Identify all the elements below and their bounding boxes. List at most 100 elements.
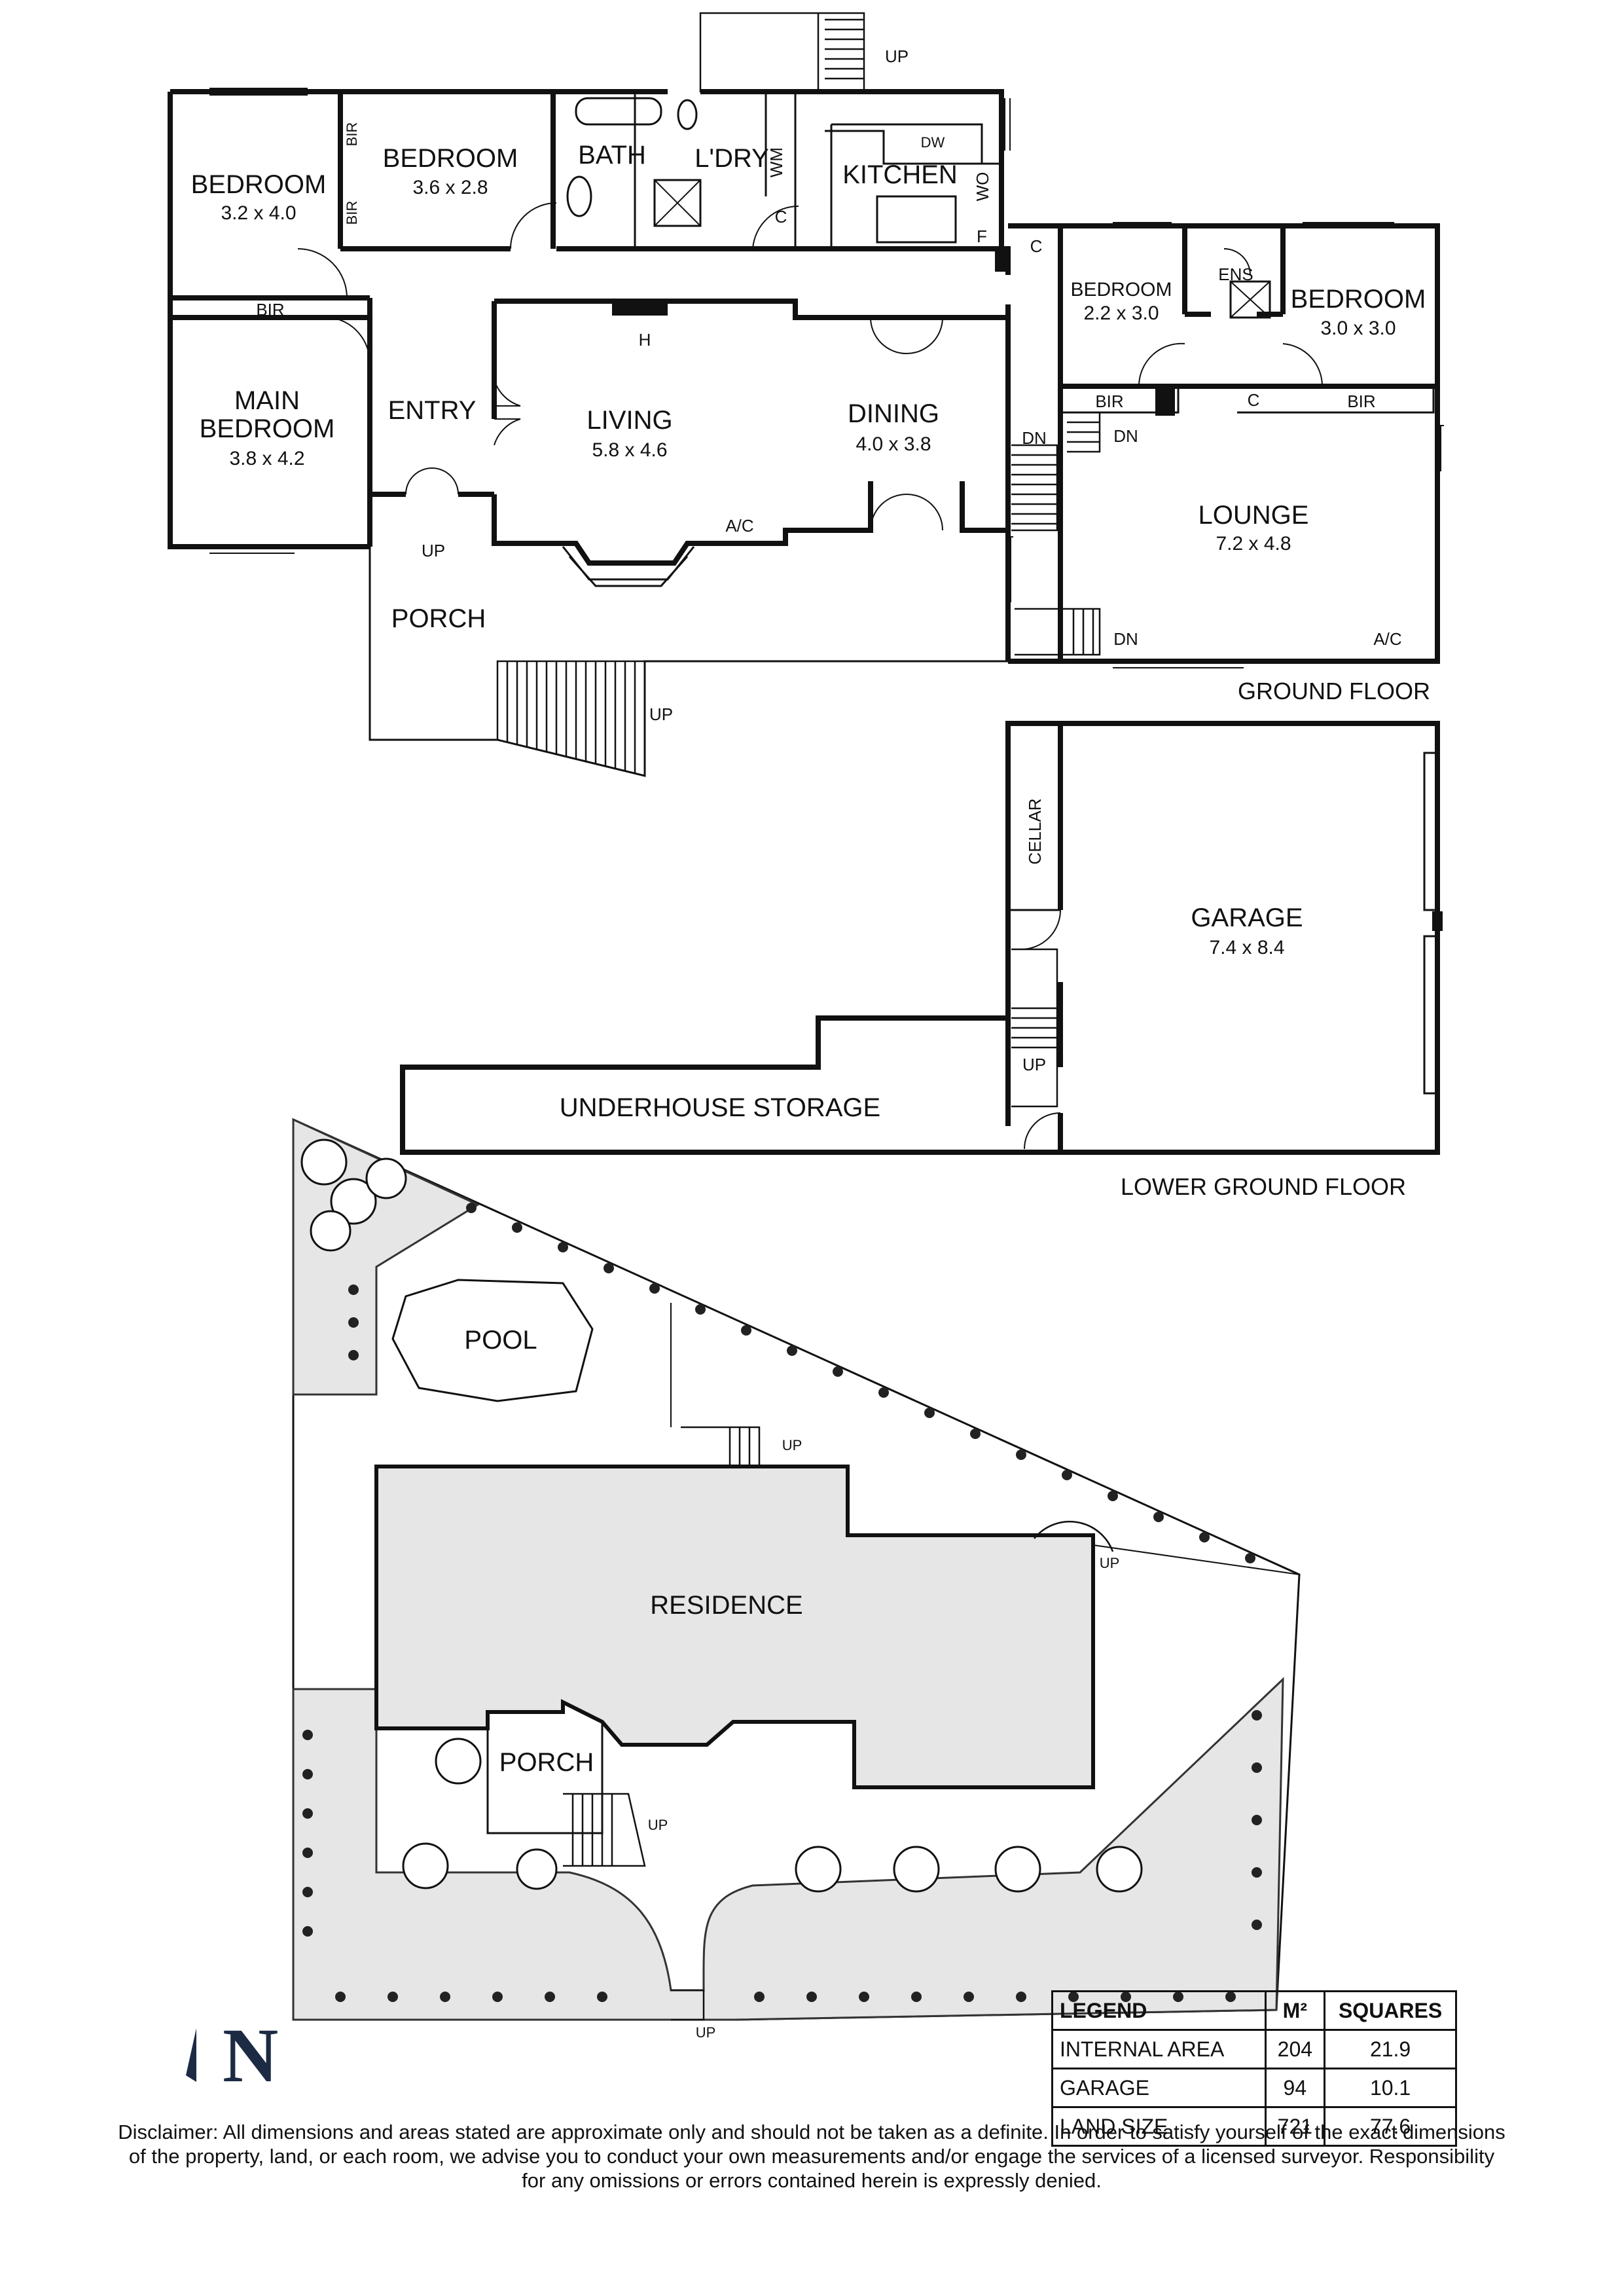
legend-row: INTERNAL AREA 204 21.9: [1051, 2029, 1457, 2069]
legend-row-label: LAND SIZE: [1051, 2106, 1267, 2147]
shrub: [1153, 1512, 1164, 1522]
shrub: [387, 1992, 398, 2002]
legend-header-m2: M²: [1264, 1990, 1326, 2031]
disclaimer-line-2: of the property, land, or each room, we …: [128, 2145, 1495, 2168]
label-bir-bed3: BIR: [1095, 392, 1123, 411]
label-c-east: C: [1030, 236, 1043, 256]
north-label: N: [223, 2013, 279, 2098]
legend-header-squares: SQUARES: [1324, 1990, 1457, 2031]
dim-dining: 4.0 x 3.8: [856, 433, 931, 455]
label-bir-bed4: BIR: [1347, 392, 1375, 411]
shrub: [695, 1304, 706, 1315]
legend-row-label: INTERNAL AREA: [1051, 2029, 1267, 2069]
legend-row-m2: 204: [1264, 2029, 1326, 2069]
label-site-up-4: UP: [696, 2024, 716, 2041]
shrub: [348, 1285, 359, 1295]
label-dn-3: DN: [1113, 629, 1138, 649]
wall-rear-wing: [338, 89, 1004, 251]
dim-main-bedroom: 3.8 x 4.2: [229, 448, 304, 469]
label-kitchen: KITCHEN: [842, 160, 958, 189]
site-plan: POOL RESIDENCE PORCH UP UP UP UP: [292, 1118, 1301, 2041]
shrub: [911, 1992, 922, 2002]
tree: [402, 1842, 449, 1889]
tree: [893, 1846, 940, 1893]
label-main-bedroom-1: MAIN: [234, 386, 300, 415]
legend-row-squares: 77.6: [1324, 2106, 1457, 2147]
pool: [391, 1279, 594, 1402]
label-ac-lounge: A/C: [1373, 629, 1401, 649]
dim-garage: 7.4 x 8.4: [1209, 937, 1284, 958]
label-bedroom-2: BEDROOM: [383, 144, 518, 173]
label-bedroom-3: BEDROOM: [1070, 279, 1172, 301]
shrub: [302, 1730, 313, 1740]
label-site-up-3: UP: [648, 1817, 668, 1833]
label-main-bedroom-2: BEDROOM: [200, 414, 335, 443]
label-bir-1: BIR: [344, 122, 360, 147]
shrub: [466, 1203, 477, 1213]
garage-door-post: [1432, 911, 1443, 931]
label-pool: POOL: [464, 1326, 537, 1355]
label-up-entry: UP: [422, 541, 445, 560]
label-up-lower: UP: [1022, 1055, 1046, 1074]
shrub: [348, 1350, 359, 1360]
shrub: [1252, 1867, 1262, 1878]
dim-bedroom-3: 2.2 x 3.0: [1083, 302, 1159, 324]
label-dn-2: DN: [1113, 426, 1138, 446]
shrub: [604, 1263, 614, 1273]
label-c-bed4: C: [1248, 390, 1260, 410]
shrub: [754, 1992, 765, 2002]
disclaimer: Disclaimer: All dimensions and areas sta…: [72, 2120, 1551, 2193]
shrub: [1252, 1920, 1262, 1930]
shrub: [878, 1387, 889, 1398]
lounge-stairs: [1011, 411, 1101, 656]
ensuite-shower-cross: [1230, 281, 1271, 318]
label-dn-1: DN: [1022, 428, 1047, 448]
legend-row-squares: 21.9: [1324, 2029, 1457, 2069]
shower-cross: [654, 179, 701, 227]
legend-row-squares: 10.1: [1324, 2068, 1457, 2108]
shrub: [1016, 1449, 1026, 1460]
garage-door-bottom: [1423, 935, 1439, 1095]
legend-header-row: LEGEND M² SQUARES: [1051, 1990, 1457, 2031]
trees: [300, 1139, 1143, 1893]
garage-door-top: [1423, 752, 1439, 911]
label-wm: WM: [766, 147, 786, 177]
shrub: [806, 1992, 817, 2002]
dim-living: 5.8 x 4.6: [592, 439, 667, 461]
shrub: [558, 1242, 568, 1252]
legend-row: GARAGE 94 10.1: [1051, 2068, 1457, 2108]
shrub: [1108, 1491, 1118, 1501]
site-stairs: [563, 1426, 1114, 2021]
label-f: F: [977, 227, 987, 246]
label-living: LIVING: [586, 406, 672, 435]
site-porch: [486, 1700, 604, 1834]
shrub: [545, 1992, 555, 2002]
fireplace: [612, 301, 668, 316]
shrub: [649, 1283, 660, 1294]
ground-floor-plan: BEDROOM 3.2 x 4.0 BEDROOM 3.6 x 2.8 BATH…: [168, 12, 1444, 777]
bay-window: [562, 546, 695, 587]
legend-header-label: LEGEND: [1051, 1990, 1267, 2031]
label-c-laundry: C: [775, 207, 787, 227]
shrub: [335, 1992, 346, 2002]
shrub: [492, 1992, 503, 2002]
disclaimer-line-3: for any omissions or errors contained he…: [522, 2169, 1102, 2192]
residence-footprint: [374, 1465, 1095, 1789]
wall-lower-ground: [400, 721, 1440, 1155]
porch-outline: [369, 547, 1008, 777]
dim-bedroom-1: 3.2 x 4.0: [221, 202, 296, 224]
shrub: [512, 1222, 522, 1233]
wall-west-wing: [168, 89, 668, 549]
ensuite-shower: [1229, 280, 1271, 319]
label-h: H: [639, 330, 651, 350]
label-lounge: LOUNGE: [1198, 501, 1309, 530]
shrub: [787, 1345, 797, 1356]
wall-entry: [367, 298, 494, 547]
label-site-up-1: UP: [782, 1437, 802, 1453]
label-laundry: L'DRY: [694, 144, 769, 173]
label-entry: ENTRY: [388, 396, 477, 425]
legend-table: LEGEND M² SQUARES INTERNAL AREA 204 21.9…: [1051, 1990, 1457, 2147]
tree: [330, 1178, 377, 1225]
dim-lounge: 7.2 x 4.8: [1216, 533, 1291, 555]
shrub: [1252, 1710, 1262, 1721]
